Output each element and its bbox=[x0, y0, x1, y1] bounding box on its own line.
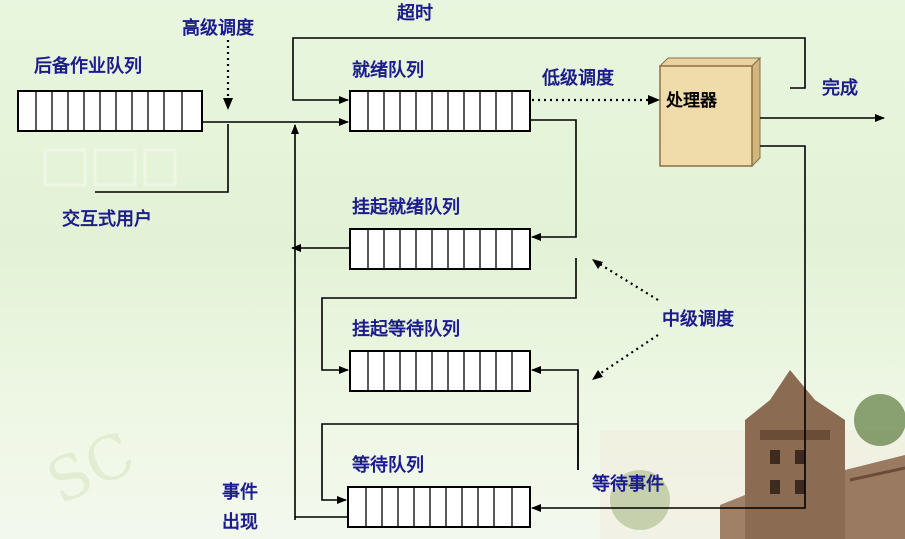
label-timeout: 超时 bbox=[397, 2, 433, 24]
ready-queue bbox=[349, 90, 531, 132]
label-suspend-wait: 挂起等待队列 bbox=[352, 318, 460, 340]
processor-block bbox=[658, 56, 762, 168]
background-decoration: SC bbox=[37, 148, 177, 519]
label-event-occur-line2: 出现 bbox=[222, 511, 258, 533]
suspend-wait-queue bbox=[349, 350, 531, 392]
label-backup-queue: 后备作业队列 bbox=[34, 55, 142, 77]
label-complete: 完成 bbox=[822, 77, 858, 99]
label-suspend-ready: 挂起就绪队列 bbox=[352, 196, 460, 218]
label-event-occur-line1: 事件 bbox=[222, 481, 258, 503]
svg-text:SC: SC bbox=[37, 418, 145, 518]
connector-lines bbox=[95, 37, 885, 520]
label-processor: 处理器 bbox=[665, 90, 718, 111]
label-high-sched: 高级调度 bbox=[182, 17, 255, 39]
label-low-sched: 低级调度 bbox=[541, 67, 615, 89]
backup-queue bbox=[17, 90, 203, 132]
label-ready-queue: 就绪队列 bbox=[352, 59, 424, 81]
label-wait-event: 等待事件 bbox=[592, 473, 664, 495]
label-interactive-user: 交互式用户 bbox=[62, 208, 152, 230]
suspend-ready-queue bbox=[349, 228, 531, 270]
wait-queue bbox=[347, 486, 531, 528]
label-mid-sched: 中级调度 bbox=[662, 308, 735, 330]
building-image bbox=[600, 370, 905, 539]
label-wait-queue: 等待队列 bbox=[352, 454, 424, 476]
